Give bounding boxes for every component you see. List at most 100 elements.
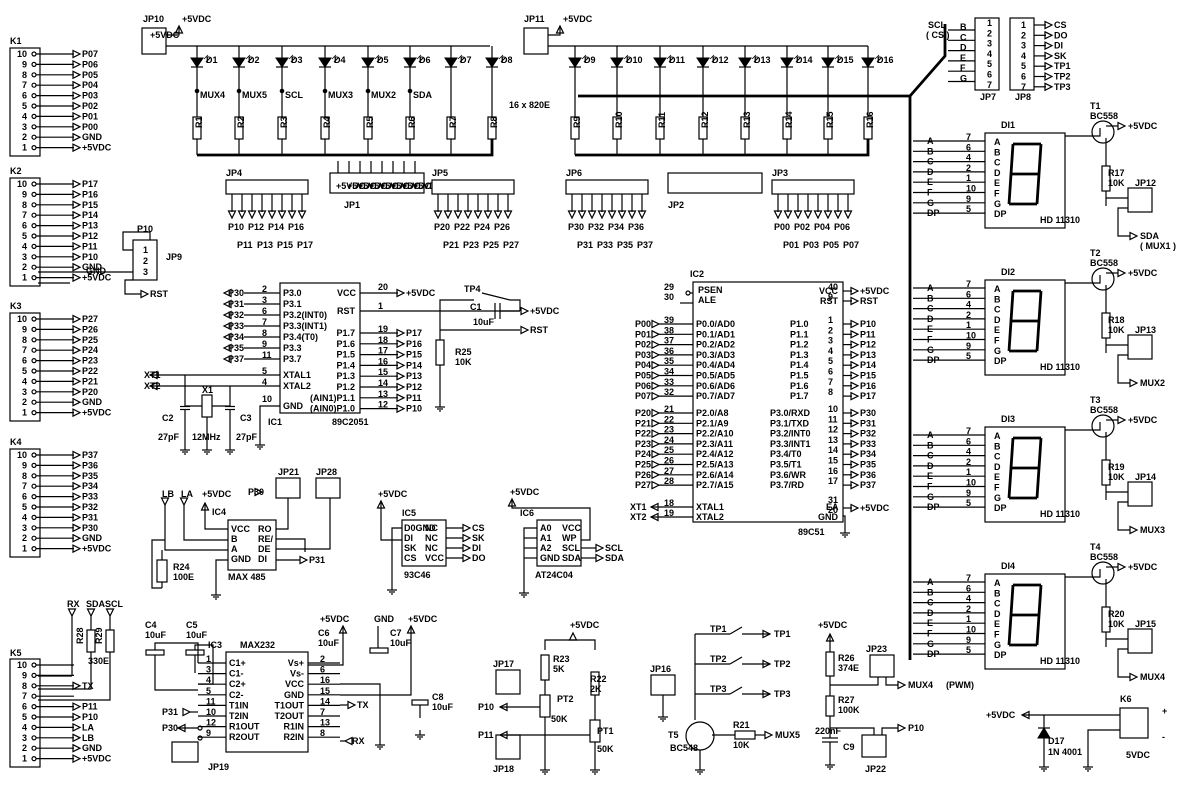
- pin-number: 9: [22, 670, 27, 680]
- net-label: P15: [277, 240, 293, 250]
- wire: [416, 54, 422, 60]
- net-label: P33: [860, 439, 876, 449]
- wire: [836, 57, 842, 63]
- ref-label: JP10: [143, 14, 164, 24]
- label: P15: [406, 350, 422, 360]
- label: VCC: [425, 553, 445, 563]
- label: D: [960, 43, 967, 53]
- pin-number: 1: [22, 143, 27, 153]
- arrow-right-icon: [1129, 378, 1139, 388]
- pin-number: 3: [22, 387, 27, 397]
- label: G: [994, 346, 1001, 356]
- pot-pt2: [539, 694, 551, 718]
- label: P10: [908, 723, 924, 733]
- arrow-right-icon: [1044, 30, 1054, 40]
- label: R25: [455, 347, 472, 357]
- connector-k6: [1119, 707, 1149, 739]
- label: RST: [337, 306, 356, 316]
- net-label: P13: [257, 240, 273, 250]
- arrow-right-icon: [850, 503, 860, 513]
- label: BC548: [670, 743, 698, 753]
- label: 36: [664, 346, 674, 356]
- arrow-right-icon: [72, 70, 82, 80]
- label: A: [231, 544, 238, 554]
- label: A2: [540, 543, 552, 553]
- jp-di2: [1127, 334, 1153, 360]
- net-label: RX: [67, 599, 80, 609]
- net-label: P23: [635, 439, 651, 449]
- part-label: 89C2051: [332, 417, 369, 427]
- net-label: P00: [774, 222, 790, 232]
- arrow-right-icon: [72, 712, 82, 722]
- label: P3.7: [283, 354, 302, 364]
- net-label: P16: [288, 222, 304, 232]
- arrow-right-icon: [396, 404, 406, 414]
- label: P30: [248, 487, 264, 497]
- led-icon: [318, 57, 332, 68]
- label: P1.5: [336, 350, 355, 360]
- net-label: P10: [228, 222, 244, 232]
- wire: [876, 57, 882, 63]
- net-label: XT2: [630, 512, 647, 522]
- net-label: P06: [82, 59, 98, 69]
- arrow-right-icon: [72, 733, 82, 743]
- pin-number: 7: [22, 481, 27, 491]
- label: SDA: [562, 553, 582, 563]
- led-ref: D3: [291, 55, 303, 65]
- label: BC558: [1090, 405, 1118, 415]
- label: +5VDC: [563, 14, 593, 24]
- label: 4: [966, 594, 971, 604]
- pin-number: 6: [22, 356, 27, 366]
- pin-number: 1: [22, 408, 27, 418]
- label: P3.3/INT1: [770, 439, 811, 449]
- arrow-down-icon: [567, 210, 577, 220]
- arrow-left-icon: [222, 299, 232, 309]
- arrow-right-icon: [850, 319, 860, 329]
- label: 7: [320, 707, 325, 717]
- ic2-body: [692, 281, 844, 523]
- net-label: P36: [82, 460, 98, 470]
- net-label: P10: [82, 712, 98, 722]
- transistor-icon: [1091, 267, 1115, 291]
- arrow-down-icon: [503, 210, 513, 220]
- pin-number: 1: [22, 544, 27, 554]
- label: C3: [240, 413, 252, 423]
- led-icon: [232, 57, 246, 68]
- arrow-left-icon: [222, 321, 232, 331]
- wire: [753, 57, 759, 63]
- net-label: P21: [82, 376, 98, 386]
- label: 32: [664, 387, 674, 397]
- ref-label: R12: [700, 111, 710, 128]
- label: R17: [1108, 168, 1125, 178]
- label: ( MUX1 ): [1140, 241, 1176, 251]
- label: 17: [828, 476, 838, 486]
- arrow-right-icon: [72, 754, 82, 764]
- label: 7: [966, 426, 971, 436]
- label: +5VDC: [369, 181, 399, 191]
- label: 17: [378, 346, 388, 356]
- label: BC558: [1090, 552, 1118, 562]
- net-label: P33: [82, 492, 98, 502]
- label: 9: [966, 341, 971, 351]
- label: R1OUT: [229, 722, 260, 732]
- arrow-right-icon: [595, 553, 605, 563]
- arrow-right-icon: [72, 221, 82, 231]
- label: +5VDC: [402, 181, 432, 191]
- label: P11: [478, 730, 494, 740]
- arrow-right-icon: [299, 555, 309, 565]
- signal-label: MUX3: [328, 90, 353, 100]
- label: DE: [258, 544, 271, 554]
- arrow-right-icon: [254, 487, 264, 497]
- arrow-right-icon: [651, 408, 661, 418]
- arrow-right-icon: [72, 512, 82, 522]
- label: 10K: [1108, 619, 1125, 629]
- net-label: P30: [568, 222, 584, 232]
- led-ref: D4: [334, 55, 346, 65]
- pin-number: 1: [22, 273, 27, 283]
- arrow-right-icon: [396, 371, 406, 381]
- label: A: [994, 431, 1001, 441]
- arrow-right-icon: [1129, 672, 1139, 682]
- label: P31: [309, 555, 325, 565]
- label: 20: [828, 505, 838, 515]
- arrow-right-icon: [72, 241, 82, 251]
